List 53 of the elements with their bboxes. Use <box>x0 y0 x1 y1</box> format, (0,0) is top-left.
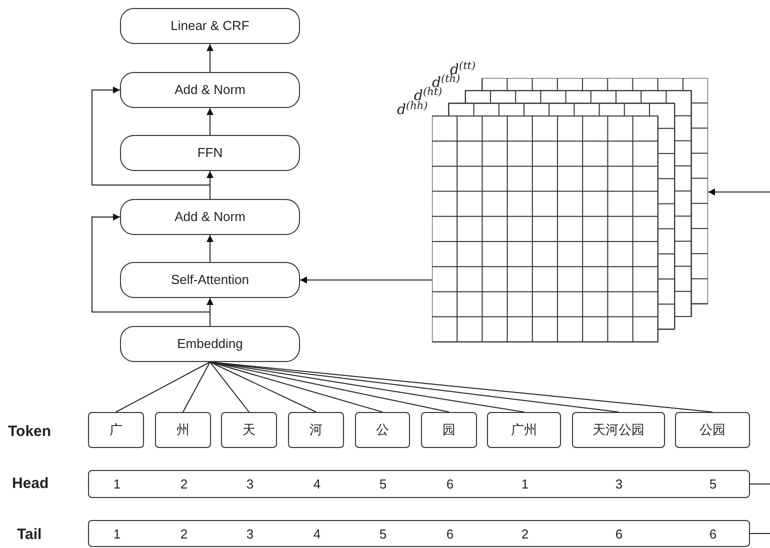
index-value: 2 <box>180 524 188 543</box>
arrow <box>206 44 214 72</box>
token-box: 天河公园 <box>572 412 665 448</box>
index-value: 4 <box>313 524 321 543</box>
index-value: 6 <box>615 524 623 543</box>
connector-line <box>750 533 770 534</box>
index-value: 2 <box>180 475 188 494</box>
token-box: 公园 <box>675 412 750 448</box>
index-value: 1 <box>113 475 121 494</box>
token-box: 州 <box>155 412 211 448</box>
connector-line <box>182 362 210 412</box>
arrow <box>206 234 214 262</box>
index-value: 3 <box>246 524 254 543</box>
token-box: 园 <box>421 412 477 448</box>
arrow <box>92 214 210 312</box>
token-box: 河 <box>288 412 344 448</box>
arrow <box>206 170 214 200</box>
index-row <box>88 470 750 498</box>
row-label: Head <box>12 474 49 494</box>
layer-box: Self-Attention <box>120 262 300 298</box>
index-value: 6 <box>446 475 454 494</box>
matrix-label: d$^{(hh)}$ <box>397 100 428 120</box>
index-value: 1 <box>113 524 121 543</box>
index-value: 1 <box>521 475 529 494</box>
index-value: 3 <box>615 475 623 494</box>
index-value: 3 <box>246 475 254 494</box>
row-label: Token <box>8 422 52 442</box>
arrow <box>92 86 210 186</box>
layer-box: Linear & CRF <box>120 8 300 44</box>
arrow <box>300 276 432 284</box>
index-value: 4 <box>313 475 321 494</box>
arrow <box>708 188 770 196</box>
index-value: 6 <box>446 524 454 543</box>
index-value: 6 <box>709 524 717 543</box>
token-box: 广 <box>88 412 144 448</box>
row-label: Tail <box>17 525 42 545</box>
connector-line <box>210 362 250 412</box>
index-value: 5 <box>379 524 387 543</box>
token-box: 广州 <box>487 412 561 448</box>
layer-box: Add & Norm <box>120 72 300 108</box>
index-value: 2 <box>521 524 529 543</box>
index-value: 5 <box>709 475 717 494</box>
layer-box: Add & Norm <box>120 199 300 235</box>
layer-box: Embedding <box>120 326 300 362</box>
token-box: 天 <box>221 412 277 448</box>
token-box: 公 <box>355 412 410 448</box>
index-row <box>88 520 750 547</box>
connector-line <box>116 362 210 412</box>
layer-box: FFN <box>120 135 300 171</box>
arrow <box>206 298 214 326</box>
index-value: 5 <box>379 475 387 494</box>
arrow <box>206 108 214 136</box>
connector-line <box>210 362 316 412</box>
